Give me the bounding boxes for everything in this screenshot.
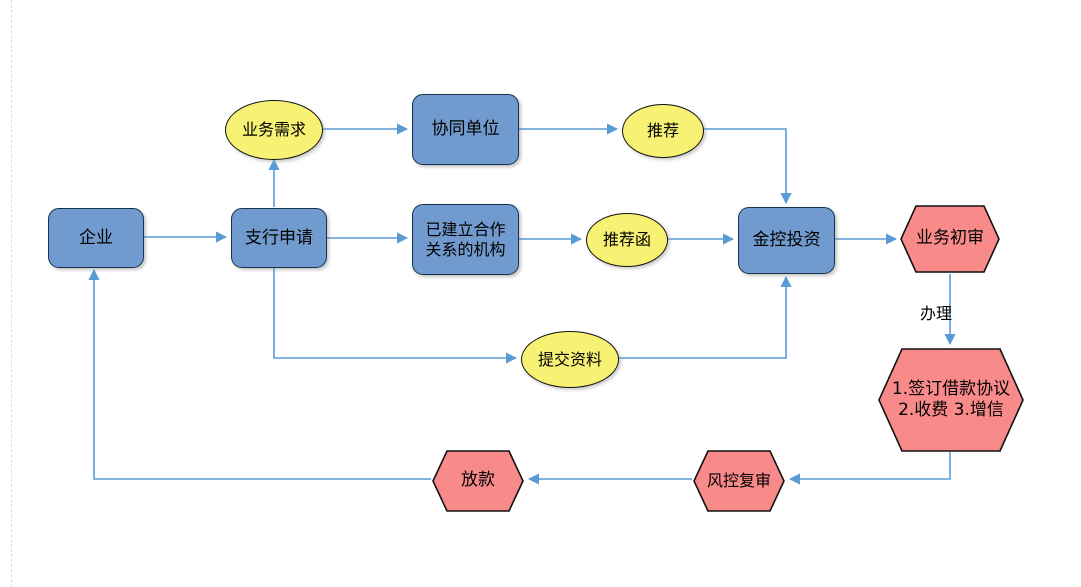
node-label: 放款 (461, 470, 495, 491)
edge-tuijian-jinkong (703, 128, 792, 205)
page-guide-line (11, 0, 12, 587)
node-tuijianhan[interactable]: 推荐函 (586, 213, 668, 267)
hexagon-shape (878, 348, 1024, 452)
node-tuijian[interactable]: 推荐 (622, 104, 704, 158)
node-jinkong-touzi[interactable]: 金控投资 (738, 207, 835, 274)
node-tijiao-ziliao[interactable]: 提交资料 (521, 331, 619, 388)
hexagon-shape (693, 450, 785, 512)
edge-qianding-fengkong (788, 452, 951, 485)
hexagon-shape (432, 450, 524, 512)
edge-fangkuan-qiye (88, 268, 431, 480)
node-xietong-danwei[interactable]: 协同单位 (412, 94, 519, 165)
node-qianding-jiekuan-xieyi[interactable]: 1.签订借款协议 2.收费 3.增信 (878, 348, 1024, 452)
node-qiye[interactable]: 企业 (48, 208, 144, 268)
edge-zhihang-tijiaoziliao (273, 266, 518, 364)
hexagon-shape (900, 205, 1000, 273)
node-yewu-xuqiu[interactable]: 业务需求 (225, 100, 323, 160)
node-label: 1.签订借款协议 2.收费 3.增信 (891, 378, 1011, 420)
node-yewu-chushen[interactable]: 业务初审 (900, 205, 1000, 273)
node-hezuo-jigou[interactable]: 已建立合作 关系的机构 (412, 204, 519, 275)
edge-tijiaoziliao-jinkong (618, 275, 792, 359)
node-fangkuan[interactable]: 放款 (432, 450, 524, 512)
node-fengkong-fushen[interactable]: 风控复审 (693, 450, 785, 512)
node-label: 业务初审 (916, 228, 984, 249)
edge-label-banli: 办理 (920, 304, 953, 323)
node-label: 风控复审 (706, 471, 771, 490)
node-zhihang-shenqing[interactable]: 支行申请 (231, 208, 327, 268)
